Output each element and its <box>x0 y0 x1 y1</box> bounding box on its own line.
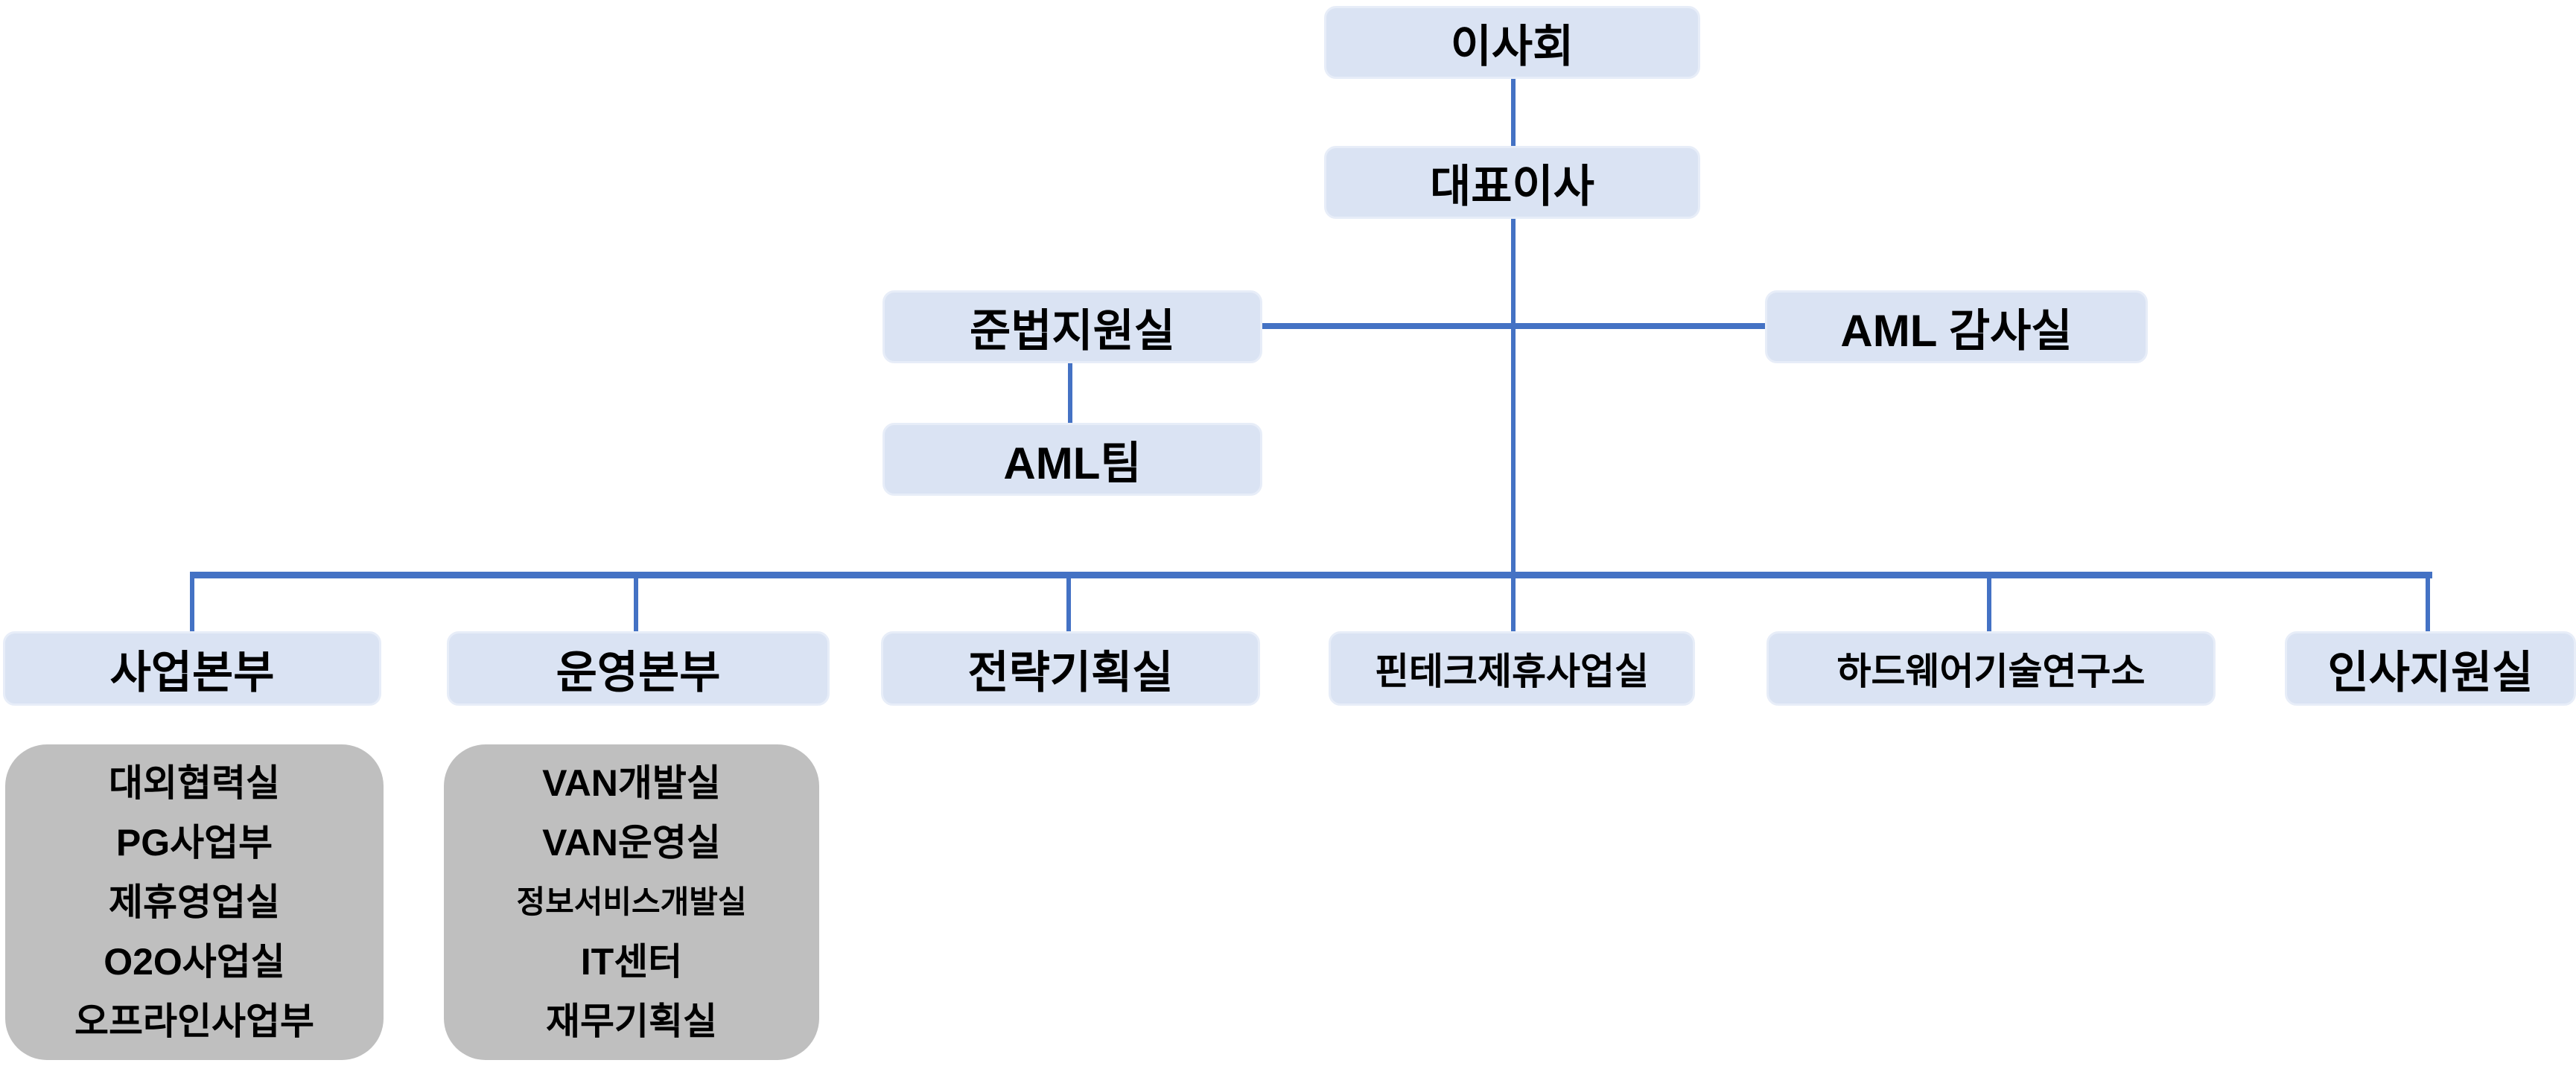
node-aml-team: AML팀 <box>882 423 1262 496</box>
connector-compliance-amlteam <box>1068 362 1072 424</box>
node-fintech: 핀테크제휴사업실 <box>1329 631 1695 706</box>
node-ceo-label: 대표이사 <box>1430 161 1594 211</box>
group-item: VAN개발실 <box>542 762 721 804</box>
node-ceo: 대표이사 <box>1324 146 1700 219</box>
node-board: 이사회 <box>1324 6 1700 79</box>
node-hr-label: 인사지원실 <box>2327 647 2534 698</box>
node-hardware-label: 하드웨어기술연구소 <box>1836 651 2146 692</box>
group-item: VAN운영실 <box>542 822 721 864</box>
group-operations-departments: VAN개발실 VAN운영실 정보서비스개발실 IT센터 재무기획실 <box>444 744 819 1060</box>
connector-drop-business <box>190 572 194 631</box>
connector-compliance-amlaudit <box>1260 323 1766 329</box>
connector-drop-hardware <box>1987 572 1991 631</box>
node-strategy-label: 전략기획실 <box>967 647 1174 698</box>
node-business-label: 사업본부 <box>109 647 275 698</box>
group-item: 제휴영업실 <box>109 881 280 923</box>
connector-ceo-trunk <box>1511 217 1516 631</box>
group-item: IT센터 <box>580 941 683 983</box>
group-item: 재무기획실 <box>546 1000 717 1042</box>
node-hardware: 하드웨어기술연구소 <box>1766 631 2216 706</box>
node-hr: 인사지원실 <box>2285 631 2576 706</box>
group-item: 오프라인사업부 <box>74 1000 314 1042</box>
node-compliance: 준법지원실 <box>882 290 1262 363</box>
group-business-departments: 대외협력실 PG사업부 제휴영업실 O2O사업실 오프라인사업부 <box>5 744 384 1060</box>
node-aml-audit-label: AML 감사실 <box>1840 305 2073 356</box>
node-operations-label: 운영본부 <box>556 647 721 698</box>
connector-bus <box>190 572 2432 578</box>
node-board-label: 이사회 <box>1450 21 1574 71</box>
node-strategy: 전략기획실 <box>881 631 1260 706</box>
node-business: 사업본부 <box>3 631 381 706</box>
connector-drop-strategy <box>1066 572 1071 631</box>
node-fintech-label: 핀테크제휴사업실 <box>1375 651 1649 692</box>
node-aml-team-label: AML팀 <box>1003 438 1142 488</box>
group-item: O2O사업실 <box>104 941 285 983</box>
connector-drop-operations <box>634 572 638 631</box>
connector-drop-hr <box>2426 572 2430 631</box>
node-compliance-label: 준법지원실 <box>970 305 1175 356</box>
group-item: 정보서비스개발실 <box>516 884 747 919</box>
node-aml-audit: AML 감사실 <box>1765 290 2148 363</box>
group-item: 대외협력실 <box>109 762 280 804</box>
connector-board-ceo <box>1511 77 1516 147</box>
node-operations: 운영본부 <box>447 631 830 706</box>
group-item: PG사업부 <box>115 822 273 864</box>
